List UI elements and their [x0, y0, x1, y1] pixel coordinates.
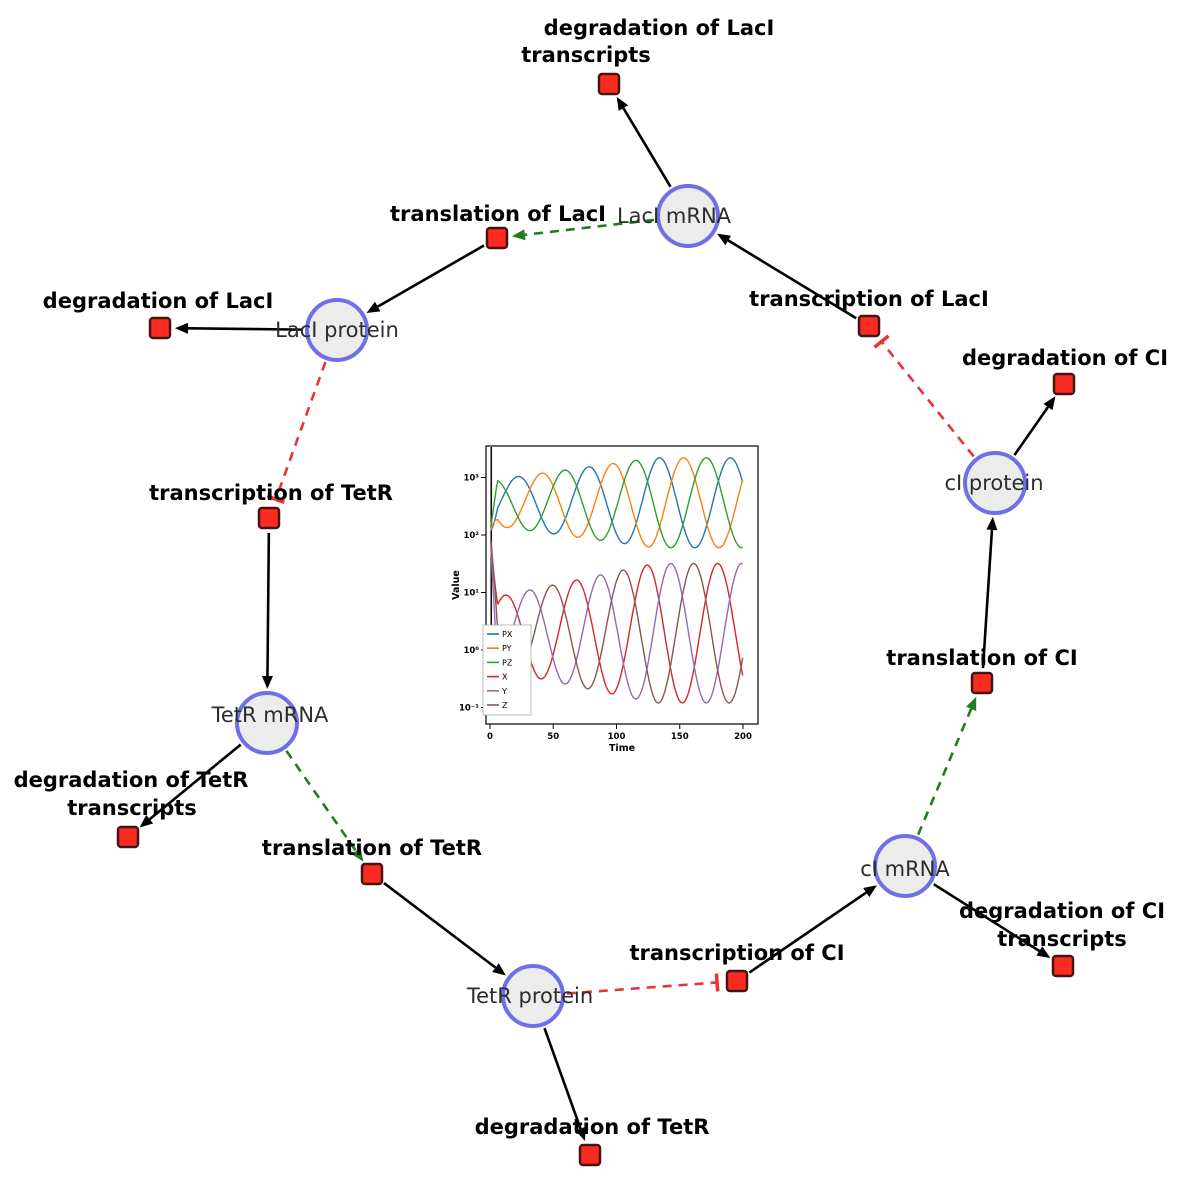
edge-laci_protein-transcription_tetr [266, 361, 327, 504]
edge-tetr_mrna-translation_tetr [285, 750, 364, 862]
reaction-label-transcription-tetr: transcription of TetR [149, 481, 393, 505]
reaction-node-deg-tetr[interactable] [578, 1143, 602, 1167]
chart-legend: PX PY PZ XYZ [482, 624, 532, 716]
species-node-tetr-mrna[interactable]: TetR mRNA [211, 691, 329, 755]
edge-tetr_protein-transcription_ci [566, 973, 720, 995]
reaction-node-deg-laci-tx[interactable] [597, 72, 621, 96]
reaction-label-deg-tetr-tx-1: degradation of TetR [14, 768, 249, 792]
svg-text:PX: PX [502, 630, 513, 639]
reaction-label-deg-ci-tx-2: transcripts [997, 927, 1127, 951]
edge-laci_mrna-translation_laci [511, 218, 655, 241]
edge-translation_laci-laci_protein [366, 244, 485, 314]
edge-ci_mrna-translation_ci [916, 696, 977, 836]
svg-text:PY: PY [502, 644, 512, 653]
species-label-laci-mrna: LacI mRNA [617, 204, 732, 228]
edge-ci_mrna-deg_ci_tx [933, 883, 1051, 958]
reaction-label-translation-tetr: translation of TetR [262, 836, 482, 860]
reaction-node-deg-ci-tx[interactable] [1051, 954, 1075, 978]
edge-tetr_protein-deg_tetr [543, 1027, 586, 1141]
reaction-node-transcription-ci[interactable] [725, 969, 749, 993]
species-node-laci-mrna[interactable]: LacI mRNA [617, 184, 732, 248]
reaction-label-deg-ci-tx-1: degradation of CI [959, 899, 1165, 923]
species-label-laci-protein: LacI protein [275, 318, 399, 342]
reaction-label-deg-tetr-tx-2: transcripts [67, 796, 197, 820]
svg-text:10⁰: 10⁰ [463, 646, 479, 656]
svg-text:0: 0 [487, 732, 493, 742]
reaction-node-translation-ci[interactable] [970, 671, 994, 695]
svg-text:10¹: 10¹ [463, 589, 479, 599]
species-node-ci-mrna[interactable]: cI mRNA [860, 834, 950, 898]
edge-transcription_laci-laci_mrna [717, 233, 857, 320]
svg-text:Y: Y [501, 687, 507, 696]
reaction-label-deg-tetr: degradation of TetR [475, 1115, 710, 1139]
reaction-node-transcription-laci[interactable] [857, 314, 881, 338]
edge-transcription_tetr-tetr_mrna [261, 532, 273, 690]
edge-ci_protein-transcription_laci [873, 334, 975, 458]
species-node-tetr-protein[interactable]: TetR protein [466, 964, 593, 1028]
edge-translation_tetr-tetr_protein [383, 882, 506, 976]
reaction-label-deg-laci-tx-1: degradation of LacI [544, 16, 775, 40]
reaction-node-transcription-tetr[interactable] [257, 506, 281, 530]
reaction-node-translation-laci[interactable] [485, 226, 509, 250]
svg-text:200: 200 [734, 732, 752, 742]
svg-text:PZ: PZ [502, 658, 513, 667]
chart-series-Z [490, 539, 744, 704]
species-label-tetr-mrna: TetR mRNA [211, 703, 329, 727]
reaction-label-translation-ci: translation of CI [886, 646, 1077, 670]
svg-text:Value: Value [451, 570, 462, 600]
species-node-laci-protein[interactable]: LacI protein [275, 298, 399, 362]
reaction-node-translation-tetr[interactable] [360, 862, 384, 886]
svg-text:150: 150 [671, 732, 689, 742]
reaction-label-deg-laci: degradation of LacI [43, 289, 274, 313]
svg-text:X: X [502, 673, 508, 682]
edge-ci_protein-deg_ci [1013, 396, 1056, 456]
reaction-label-translation-laci: translation of LacI [390, 202, 606, 226]
reaction-node-deg-tetr-tx[interactable] [116, 825, 140, 849]
chart-series-Y [490, 545, 743, 704]
reaction-node-deg-laci[interactable] [148, 316, 172, 340]
reaction-node-deg-ci[interactable] [1052, 372, 1076, 396]
chart-series-PZ [490, 457, 743, 549]
species-label-ci-mrna: cI mRNA [860, 857, 950, 881]
reaction-label-deg-laci-tx-2: transcripts [521, 43, 651, 67]
edge-transcription_ci-ci_mrna [748, 885, 877, 974]
svg-text:10²: 10² [463, 531, 479, 541]
chart-series-PX [490, 457, 744, 549]
species-label-ci-protein: cI protein [944, 471, 1043, 495]
chart-series-X [490, 541, 744, 704]
svg-text:10³: 10³ [463, 474, 479, 484]
chart-series-PY [490, 457, 744, 549]
chart-axes: 0 50 100 150 200 10⁻¹ 10⁰ 10¹ 10² 10³ Time Value [451, 445, 759, 754]
svg-text:50: 50 [547, 732, 559, 742]
edges-layer [139, 96, 1056, 1141]
edge-tetr_mrna-deg_tetr_tx [139, 743, 242, 828]
svg-text:100: 100 [608, 732, 626, 742]
reaction-label-transcription-laci: transcription of LacI [749, 287, 989, 311]
svg-text:10⁻¹: 10⁻¹ [459, 704, 479, 714]
species-node-ci-protein[interactable]: cI protein [944, 451, 1044, 515]
edge-laci_mrna-deg_laci_tx [616, 96, 672, 188]
svg-text:Time: Time [609, 743, 635, 754]
species-label-tetr-protein: TetR protein [466, 984, 593, 1008]
edge-laci_protein-deg_laci [174, 322, 304, 334]
edge-translation_ci-ci_protein [981, 516, 998, 669]
reaction-label-transcription-ci: transcription of CI [629, 941, 844, 965]
reaction-label-deg-ci: degradation of CI [962, 346, 1168, 370]
svg-text:Z: Z [502, 701, 508, 710]
